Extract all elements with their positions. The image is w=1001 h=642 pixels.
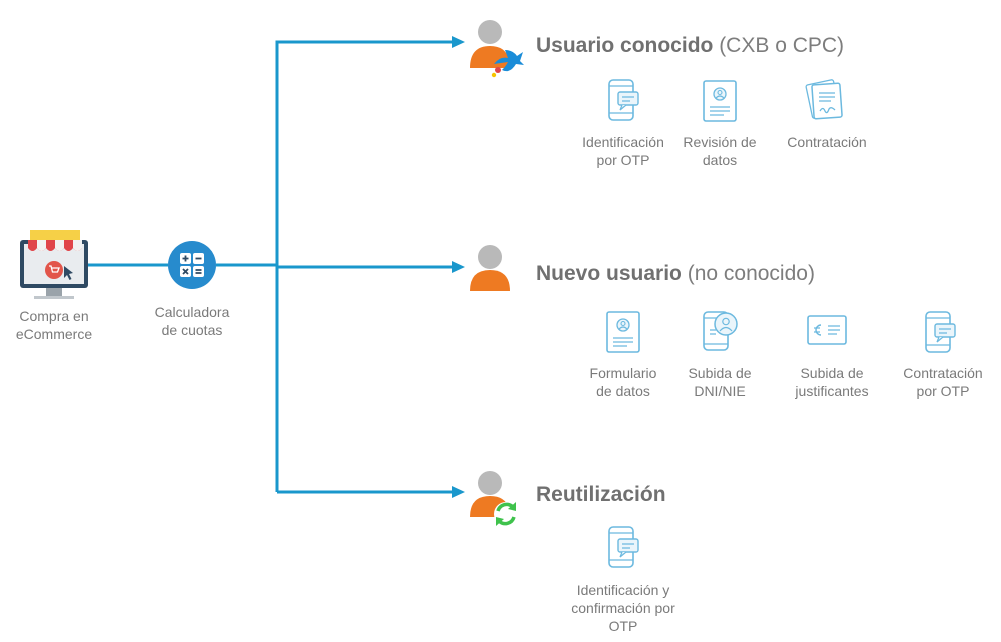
person-refresh-icon [470,471,518,526]
branch-title-known-user: Usuario conocido (CXB o CPC) [536,33,844,59]
step-label: Contratación por OTP [903,365,983,399]
branch-title-new-user: Nuevo usuario (no conocido) [536,261,815,287]
ecommerce-label: Compra en eCommerce [15,308,93,342]
branch-title-bold: Nuevo usuario [536,262,682,285]
step-label: Subida de DNI/NIE [688,365,752,399]
branch-title-reuse: Reutilización [536,482,666,508]
ecommerce-node [18,228,90,302]
id-upload-icon [703,311,738,351]
person-caixabank-icon [470,20,524,78]
phone-otp-icon [608,526,639,568]
step-label: Formulario de datos [589,365,657,399]
branch-title-bold: Usuario conocido [536,34,714,57]
phone-otp-icon [925,311,956,353]
calculator-node [168,241,216,289]
ecommerce-shop-icon [20,230,88,299]
branch-title-rest: (no conocido) [681,262,815,285]
reuse-user-avatar [468,469,524,531]
step-label: Identificación y confirmación por OTP [571,582,675,634]
calculator-label: Calculadora de cuotas [154,304,230,338]
branch-title-bold: Reutilización [536,483,666,506]
step-label: Identificación por OTP [582,134,664,168]
known-user-avatar [468,18,524,78]
contract-icon [805,79,843,120]
document-review-icon [703,80,737,122]
euro-document-icon [807,315,847,345]
calculator-icon [168,241,216,289]
person-icon [470,245,510,291]
step-label: Contratación [787,134,867,150]
form-icon [606,311,640,353]
step-label: Subida de justificantes [795,365,869,399]
new-user-avatar [468,244,514,292]
phone-otp-icon [608,79,639,121]
step-label: Revisión de datos [683,134,757,168]
branch-title-rest: (CXB o CPC) [713,34,845,57]
